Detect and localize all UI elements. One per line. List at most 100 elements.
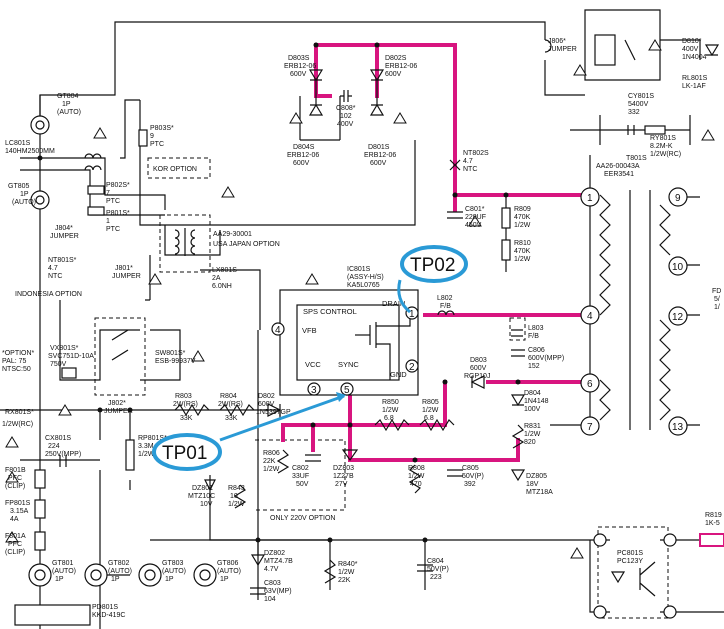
- label-j802: J802* JUMPER: [104, 400, 133, 415]
- transformer-pin-13-num: 13: [672, 422, 684, 433]
- transformer-pin-10-num: 10: [672, 262, 684, 273]
- label-cx801s: CX801S 224 250V(MPP): [45, 435, 81, 458]
- label-r810: R810 470K 1/2W: [514, 240, 533, 263]
- label-c801: C801* 220UF 450V: [465, 206, 488, 229]
- label-r806: R806 22K 1/2W: [263, 450, 282, 473]
- ic-pin-4: [271, 322, 285, 336]
- warning-icon: [221, 186, 235, 198]
- label-p801s: P801S* 1 PTC: [106, 210, 132, 233]
- ic-ref: IC801S: [347, 266, 371, 273]
- label-gt802: GT802 (AUTO) 1P: [108, 560, 134, 583]
- label-j804: J804* JUMPER: [50, 225, 79, 240]
- label-p803s: P803S* 9 PTC: [150, 125, 176, 148]
- label-aa29: AA29-30001: [213, 231, 252, 238]
- label-d804s: D804S ERB12-06 600V: [287, 144, 321, 167]
- warning-icon: [573, 64, 587, 76]
- transformer-pin-9-num: 9: [675, 193, 681, 204]
- label-r843: R843 10 1/2W: [228, 485, 247, 508]
- label-fd: FD 5/ 1/: [712, 288, 723, 311]
- label-dz801: DZ801 MTZ10C 10V: [188, 485, 217, 508]
- ic-title: SPS CONTROL: [303, 307, 357, 316]
- tp01-pointer: [219, 394, 345, 442]
- warning-icon: [305, 273, 319, 285]
- label-t801s: T801S AA26-00043A EER3541: [596, 155, 649, 178]
- label-rx801s: RX801S* 1/2W(RC): [2, 409, 36, 428]
- label-fp801s: FP801S 3.15A 4A: [5, 500, 32, 523]
- tp02-pointer: [397, 279, 411, 314]
- label-d802s: D802S ERB12-06 600V: [385, 55, 419, 78]
- label-c808: C808* 102 400V: [336, 105, 357, 128]
- ic-part: (ASSY-H/S): [347, 274, 384, 281]
- ic-pin-4-num: 4: [275, 325, 281, 336]
- transformer-pin-1-num: 1: [587, 193, 593, 204]
- label-d803: D803 600V RGP10J: [464, 357, 490, 380]
- label-lx801s: LX801S 2A 6.0NH: [212, 267, 239, 290]
- transformer-pin-6: [580, 373, 600, 393]
- transformer-pin-13: [668, 416, 688, 436]
- label-usa-option: USA JAPAN OPTION: [213, 241, 280, 248]
- gt-terminals: [14, 115, 217, 626]
- label-cy801s: CY801S 5400V 332: [628, 93, 656, 116]
- label-r805: R805 1/2W 6.8: [422, 399, 441, 422]
- ic-drain-label: DRAIN: [382, 299, 405, 308]
- tp01-label: TP01: [162, 443, 207, 464]
- label-l803: L803 F/B: [528, 325, 546, 340]
- warning-icon: [93, 127, 107, 139]
- tp01-arrowhead: [336, 392, 346, 402]
- tp01-bubble: [152, 433, 222, 471]
- label-l802: L802 F/B: [437, 295, 455, 310]
- ic-pin-3: [307, 382, 321, 396]
- label-d802: D802 600V 1N5397GP: [256, 393, 291, 416]
- label-gt805: GT805 1P (AUTO): [8, 183, 36, 206]
- warning-icon: [5, 436, 19, 448]
- test-point-callouts: TP02 TP01: [152, 245, 468, 471]
- label-c803: C803 63V(MP) 104: [264, 580, 294, 603]
- label-d804: D804 1N4148 100V: [524, 390, 550, 413]
- label-option-note: *OPTION* PAL: 75 NTSC:50: [2, 350, 36, 373]
- component-symbols: [34, 34, 724, 619]
- ic-pin-5: [340, 382, 354, 396]
- transformer-pin-10: [668, 256, 688, 276]
- label-c802: C802 33UF 50V: [292, 465, 311, 488]
- transformer-pin-9: [668, 187, 688, 207]
- label-dz803: DZ803 1Z27B 27V: [333, 465, 356, 488]
- transformer-pin-4: [580, 305, 600, 325]
- label-c806: C806 600V(MPP) 152: [528, 347, 566, 370]
- warning-icon: [5, 471, 19, 483]
- label-c805: C805 50V(P) 392: [462, 465, 486, 488]
- label-ry801s: RY801S 8.2M-K 1/2W(RC): [650, 135, 681, 158]
- ic-vcc-label: VCC: [305, 360, 321, 369]
- tp02-label: TP02: [410, 255, 455, 276]
- label-r831: R831 1/2W 820: [524, 423, 543, 446]
- label-c804: C804 50V(P) 223: [427, 558, 451, 581]
- ic-vfb-label: VFB: [302, 326, 317, 335]
- label-pd801s: PD801S KKD-419C: [92, 604, 125, 619]
- label-r850: R850 1/2W 6.8: [382, 399, 401, 422]
- warning-icon: [289, 112, 303, 124]
- label-f801b: F801B PFC (CLIP): [5, 467, 28, 490]
- label-r819: R819 1K-5: [705, 512, 724, 527]
- label-d810: D810* 400V 1N4004: [682, 38, 707, 61]
- warning-icon: [191, 350, 205, 362]
- warning-icon: [393, 112, 407, 124]
- label-r808: R808 1/2W 470: [408, 465, 427, 488]
- label-nt801s: NT801S* 4.7 NTC: [48, 257, 78, 280]
- label-rl801s: RL801S LK-1AF: [682, 75, 709, 90]
- transformer-pin-1: [580, 187, 600, 207]
- ic-pin-3-num: 3: [311, 385, 317, 396]
- warning-icon: [570, 547, 584, 559]
- label-only-220v: ONLY 220V OPTION: [270, 515, 336, 522]
- ic-gnd-label: GND: [390, 370, 407, 379]
- label-kor-option: KOR OPTION: [153, 166, 197, 173]
- label-lc801s: LC801S 140HM2500MM: [5, 140, 55, 155]
- label-vx801s: VX801S* SVC751D-10A 750V: [48, 345, 95, 368]
- label-j801: J801* JUMPER: [112, 265, 141, 280]
- warning-icon: [5, 531, 19, 543]
- ic-pin-1-num: 1: [409, 309, 415, 320]
- label-r840: R840* 1/2W 22K: [338, 561, 359, 584]
- ic801s-sps-control: SPS CONTROL VFB VCC SYNC DRAIN GND IC801…: [271, 266, 419, 396]
- transformer-t801s: 1 4 6 7 9 10 12 13: [580, 187, 688, 436]
- warning-icon: [701, 129, 715, 141]
- transformer-pin-6-num: 6: [587, 379, 593, 390]
- label-gt806: GT806 (AUTO) 1P: [217, 560, 243, 583]
